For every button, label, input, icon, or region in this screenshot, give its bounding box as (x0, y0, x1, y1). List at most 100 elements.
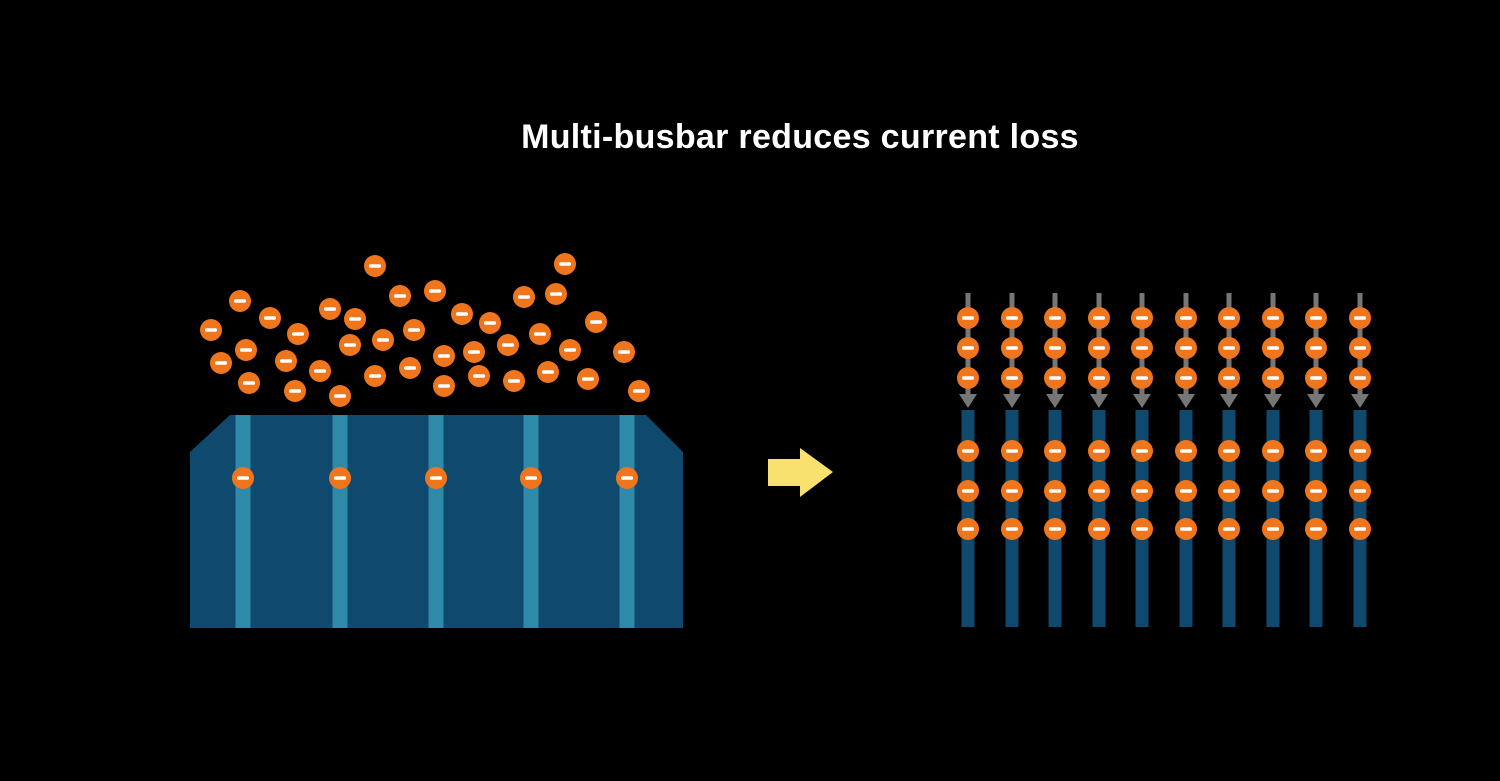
electron-minus-icon (1310, 376, 1322, 380)
electron-minus-icon (243, 381, 255, 385)
electron-minus-icon (564, 348, 576, 352)
current-arrow-head-icon (1264, 394, 1282, 408)
electron-minus-icon (334, 394, 346, 398)
electron-minus-icon (1223, 489, 1235, 493)
electron-minus-icon (1180, 449, 1192, 453)
electron-minus-icon (1136, 489, 1148, 493)
electron-minus-icon (525, 476, 537, 480)
electron-minus-icon (1180, 489, 1192, 493)
electron-minus-icon (1267, 316, 1279, 320)
electron-minus-icon (1223, 316, 1235, 320)
electron-minus-icon (962, 346, 974, 350)
electron-minus-icon (205, 328, 217, 332)
busbar-stripe (523, 415, 539, 628)
electron-minus-icon (1136, 449, 1148, 453)
electron-minus-icon (1006, 376, 1018, 380)
electron-minus-icon (1006, 527, 1018, 531)
electron-minus-icon (582, 377, 594, 381)
electron-minus-icon (1093, 376, 1105, 380)
electron-minus-icon (962, 489, 974, 493)
electron-minus-icon (1354, 346, 1366, 350)
electron-minus-icon (404, 366, 416, 370)
electron-minus-icon (962, 316, 974, 320)
electron-minus-icon (280, 359, 292, 363)
electron-minus-icon (1354, 527, 1366, 531)
electron-minus-icon (473, 374, 485, 378)
electron-minus-icon (542, 370, 554, 374)
electron-minus-icon (621, 476, 633, 480)
electron-minus-icon (1267, 376, 1279, 380)
electron-minus-icon (468, 350, 480, 354)
electron-minus-icon (1093, 346, 1105, 350)
electron-minus-icon (314, 369, 326, 373)
electron-minus-icon (1223, 346, 1235, 350)
electron-minus-icon (1136, 346, 1148, 350)
busbar-stripe (619, 415, 635, 628)
current-arrow-head-icon (1046, 394, 1064, 408)
electron-minus-icon (590, 320, 602, 324)
electron-minus-icon (456, 312, 468, 316)
electron-minus-icon (1223, 376, 1235, 380)
current-arrow-head-icon (1177, 394, 1195, 408)
electron-minus-icon (394, 294, 406, 298)
electron-minus-icon (1093, 489, 1105, 493)
electron-minus-icon (264, 316, 276, 320)
electron-minus-icon (1093, 449, 1105, 453)
electron-minus-icon (633, 389, 645, 393)
electron-minus-icon (237, 476, 249, 480)
electron-minus-icon (1223, 449, 1235, 453)
electron-minus-icon (324, 307, 336, 311)
electron-minus-icon (618, 350, 630, 354)
electron-minus-icon (508, 379, 520, 383)
electron-minus-icon (1310, 489, 1322, 493)
electron-minus-icon (1223, 527, 1235, 531)
electron-minus-icon (962, 376, 974, 380)
electron-minus-icon (962, 527, 974, 531)
electron-minus-icon (1049, 346, 1061, 350)
electron-minus-icon (240, 348, 252, 352)
electron-minus-icon (438, 384, 450, 388)
current-arrow-head-icon (1133, 394, 1151, 408)
electron-minus-icon (1180, 527, 1192, 531)
electron-minus-icon (1310, 346, 1322, 350)
electron-minus-icon (559, 262, 571, 266)
electron-minus-icon (1354, 449, 1366, 453)
current-arrow-head-icon (1307, 394, 1325, 408)
electron-minus-icon (1006, 449, 1018, 453)
electron-minus-icon (1180, 376, 1192, 380)
electron-minus-icon (518, 295, 530, 299)
current-arrow-head-icon (1090, 394, 1108, 408)
electron-minus-icon (1136, 527, 1148, 531)
electron-minus-icon (484, 321, 496, 325)
electron-minus-icon (1267, 527, 1279, 531)
electron-minus-icon (1006, 316, 1018, 320)
electron-minus-icon (1354, 316, 1366, 320)
electron-minus-icon (1310, 316, 1322, 320)
electron-minus-icon (1049, 527, 1061, 531)
electron-minus-icon (1093, 316, 1105, 320)
electron-minus-icon (292, 332, 304, 336)
electron-minus-icon (334, 476, 346, 480)
electron-minus-icon (408, 328, 420, 332)
busbar-stripe (235, 415, 251, 628)
electron-minus-icon (1006, 346, 1018, 350)
electron-minus-icon (215, 361, 227, 365)
current-arrow-head-icon (1220, 394, 1238, 408)
electron-minus-icon (429, 289, 441, 293)
electron-minus-icon (1180, 346, 1192, 350)
current-arrow-head-icon (959, 394, 977, 408)
electron-minus-icon (1136, 376, 1148, 380)
diagram-title: Multi-busbar reduces current loss (521, 118, 1079, 156)
electron-minus-icon (289, 389, 301, 393)
busbar-stripe (428, 415, 444, 628)
electron-minus-icon (1310, 449, 1322, 453)
electron-minus-icon (1006, 489, 1018, 493)
electron-minus-icon (369, 264, 381, 268)
electron-minus-icon (430, 476, 442, 480)
electron-minus-icon (962, 449, 974, 453)
electron-minus-icon (1354, 489, 1366, 493)
electron-minus-icon (234, 299, 246, 303)
electron-minus-icon (1354, 376, 1366, 380)
